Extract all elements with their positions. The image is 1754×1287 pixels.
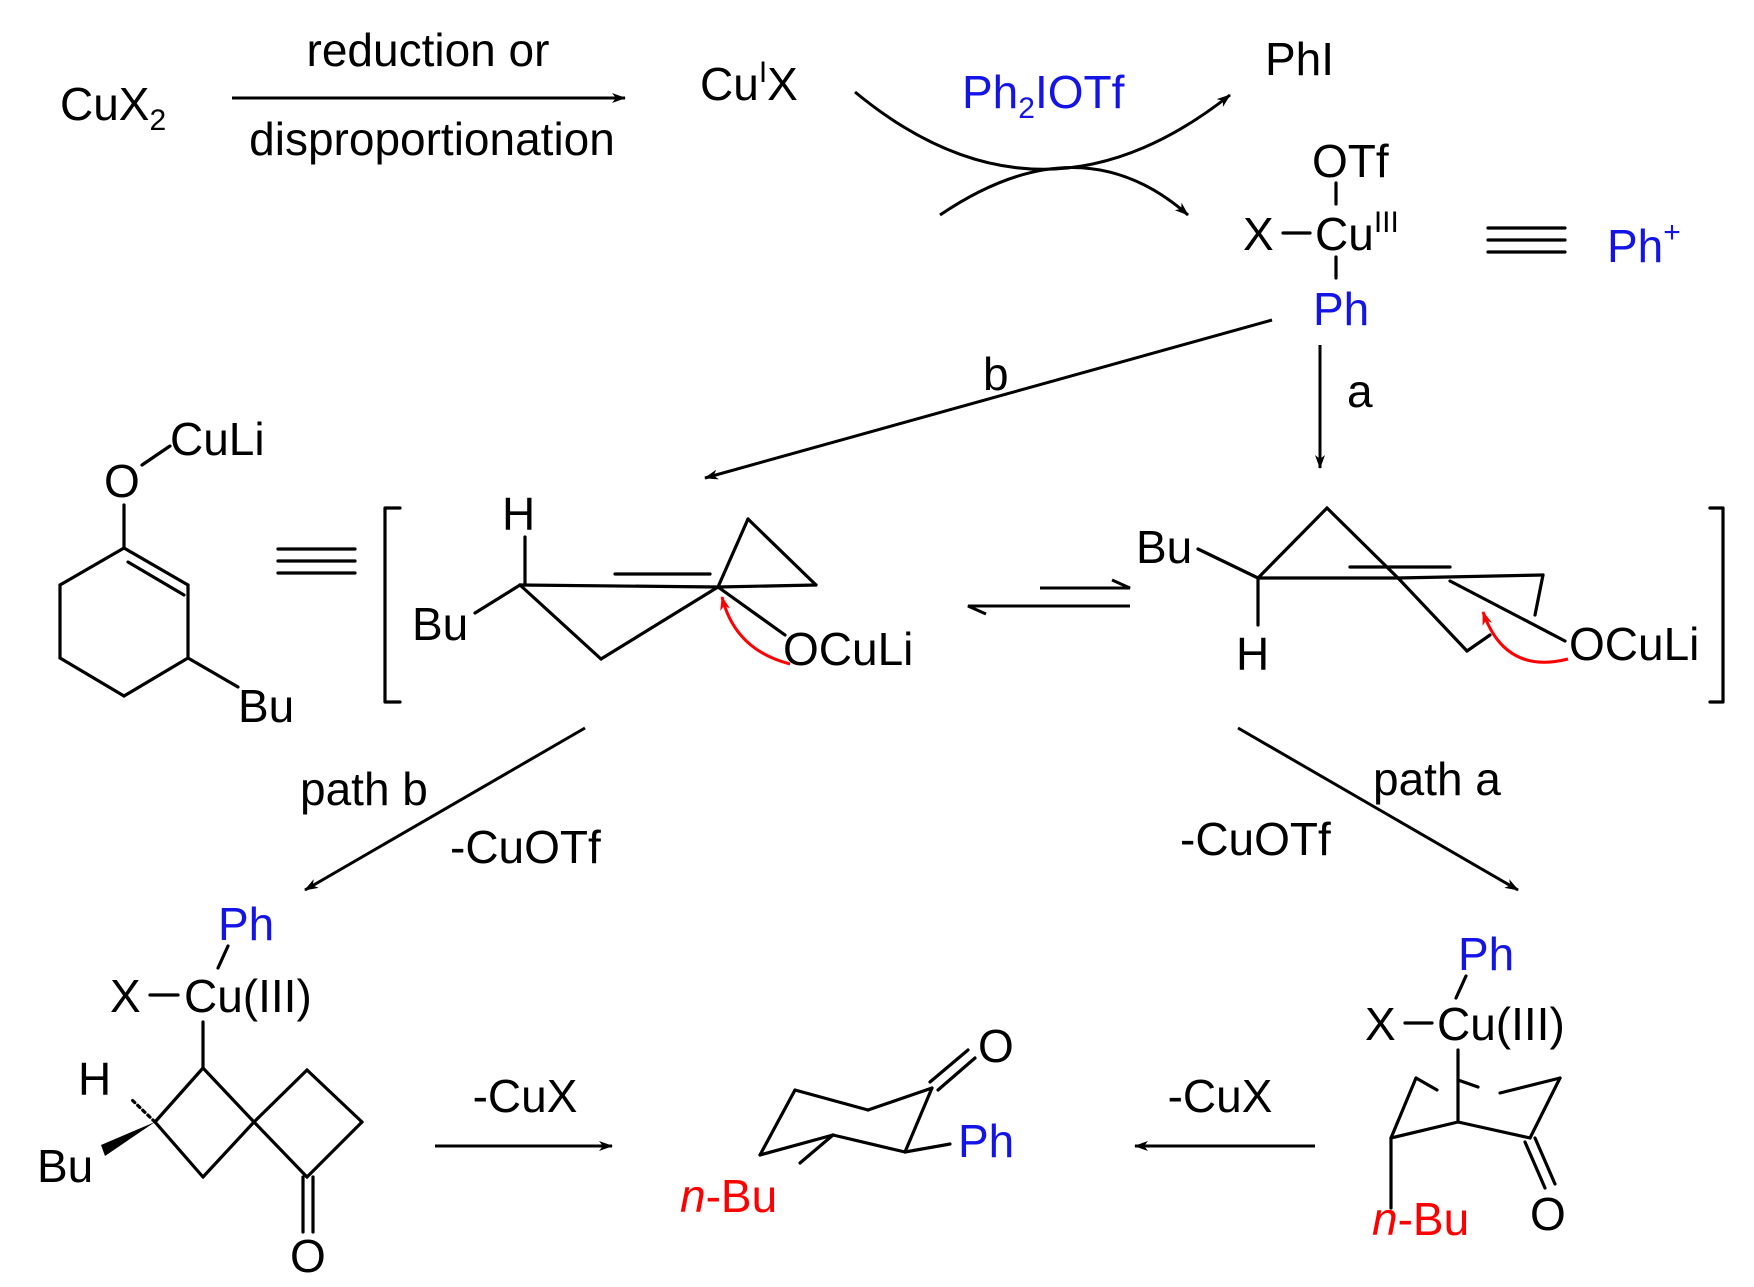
path-b-arrow: [704, 318, 1273, 480]
left-int-h-label: H: [78, 1053, 111, 1105]
left-int-o-label: O: [290, 1230, 326, 1282]
cyclohexene-ring: [58, 503, 240, 698]
right-int-o-label: O: [1530, 1188, 1566, 1240]
left-conf-red-arrow: [720, 596, 791, 666]
phi-label: PhI: [1265, 33, 1334, 85]
path-b-loss: -CuOTf: [450, 821, 601, 873]
right-conf-red-arrow: [1481, 611, 1569, 664]
right-int-ph-label: Ph: [1458, 928, 1514, 980]
reduction-label: reduction or: [307, 24, 550, 76]
x-label: X: [1243, 208, 1274, 260]
right-bicyclic-skeleton: [1389, 1048, 1562, 1210]
right-conf-bu-label: Bu: [1136, 521, 1192, 573]
left-int-ph-label: Ph: [218, 898, 274, 950]
product-ph-label: Ph: [958, 1115, 1014, 1167]
ph-label: Ph: [1313, 283, 1369, 335]
right-conformer: [1196, 506, 1567, 653]
path-a-label: path a: [1373, 753, 1501, 805]
product-o-label: O: [978, 1020, 1014, 1072]
right-elimination-label: -CuX: [1168, 1070, 1273, 1122]
path-a-letter: a: [1347, 365, 1373, 417]
path-b-down-arrow: [304, 726, 586, 892]
left-int-bu-label: Bu: [37, 1140, 93, 1192]
enolate-bu-label: Bu: [238, 680, 294, 732]
cu3-label: CuIII: [1315, 206, 1399, 260]
cu1x-label: CuIX: [700, 56, 798, 110]
right-bracket-close: [1708, 506, 1725, 704]
oxidation-arc-lower: [939, 166, 1189, 217]
right-int-nbu-label: n-Bu: [1372, 1193, 1469, 1245]
left-conf-oculi-label: OCuLi: [783, 623, 913, 675]
equilibrium-reverse-arrow: [967, 604, 1130, 616]
left-bracket-open: [383, 506, 402, 704]
cux2-label: CuX2: [60, 78, 166, 137]
equilibrium-forward-arrow: [1040, 578, 1131, 590]
path-b-letter: b: [983, 348, 1009, 400]
left-int-x-label: X: [110, 970, 141, 1022]
left-int-cu-label: Cu(III): [184, 970, 312, 1022]
right-conf-oculi-label: OCuLi: [1569, 618, 1699, 670]
product-nbu-label: n-Bu: [680, 1170, 777, 1222]
left-elimination-label: -CuX: [473, 1070, 578, 1122]
otf-label: OTf: [1312, 135, 1389, 187]
o-cu-bond: [140, 444, 172, 467]
left-conf-bu-label: Bu: [412, 598, 468, 650]
left-int-cu-ph-bond: [216, 944, 230, 970]
left-conf-h-label: H: [502, 488, 535, 540]
path-a-loss: -CuOTf: [1180, 813, 1331, 865]
enolate-culi-label: CuLi: [170, 413, 265, 465]
product-chair: [758, 1048, 977, 1165]
disproportionation-label: disproportionation: [249, 113, 615, 165]
right-int-x-label: X: [1365, 998, 1396, 1050]
left-int-wedge-bond: [101, 1122, 155, 1156]
right-conf-h-label: H: [1236, 628, 1269, 680]
path-a-down-arrow: [1237, 726, 1519, 892]
left-conformer: [473, 517, 818, 661]
right-int-cu-ph-bond: [1454, 974, 1468, 1000]
ph2iotf-label: Ph2IOTf: [962, 66, 1125, 125]
path-b-label: path b: [300, 763, 428, 815]
enolate-o-label: O: [104, 455, 140, 507]
right-int-cu-label: Cu(III): [1437, 998, 1565, 1050]
ph-cation-label: Ph+: [1607, 216, 1681, 272]
left-spiro-skeleton: [128, 1020, 364, 1234]
